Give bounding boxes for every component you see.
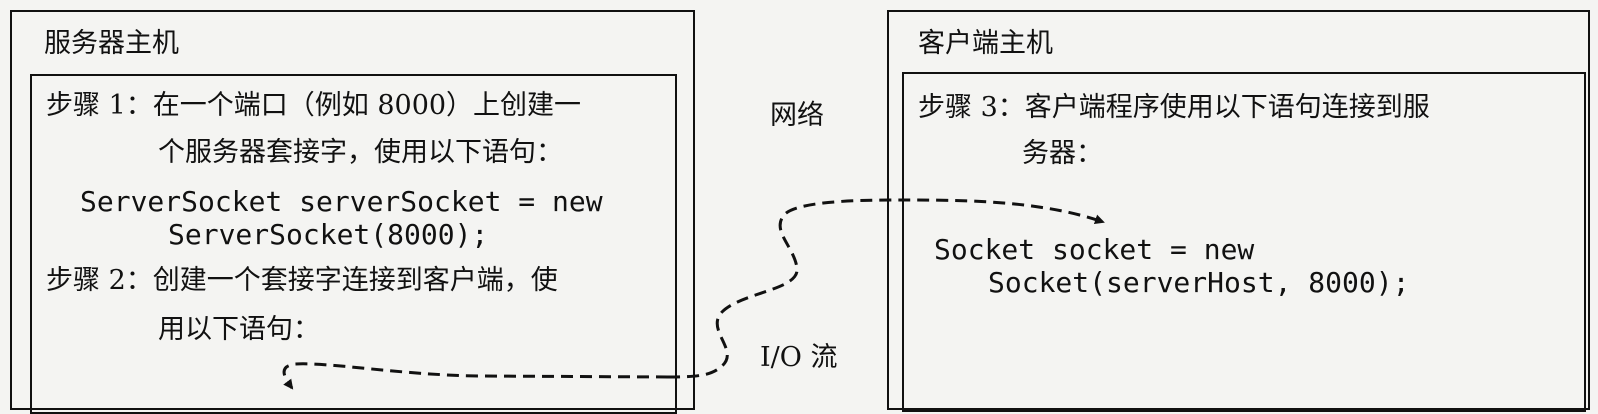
step1-text-line2: 个服务器套接字，使用以下语句： — [158, 137, 563, 168]
server-code-line2: ServerSocket(8000); — [168, 218, 489, 251]
io-stream-label: I/O 流 — [760, 342, 838, 373]
connection-arrows — [282, 198, 1105, 390]
network-label: 网络 — [770, 100, 824, 131]
step3-text-line1: 步骤 3：客户端程序使用以下语句连接到服 — [918, 92, 1430, 123]
step1-text-line1: 步骤 1：在一个端口（例如 8000）上创建一 — [46, 90, 582, 121]
io-stream-arrow — [667, 198, 1105, 379]
step2-text-line1: 步骤 2：创建一个套接字连接到客户端，使 — [46, 265, 558, 296]
client-code-line1: Socket socket = new — [934, 233, 1255, 266]
server-host-title: 服务器主机 — [44, 28, 179, 59]
step2-text-line2: 用以下语句： — [158, 314, 320, 345]
client-code-line2: Socket(serverHost, 8000); — [988, 266, 1410, 299]
step3-text-line2: 务器： — [1022, 138, 1103, 169]
server-socket-arrow — [282, 362, 669, 390]
server-code-line1: ServerSocket serverSocket = new — [80, 185, 603, 218]
client-host-title: 客户端主机 — [918, 28, 1053, 59]
